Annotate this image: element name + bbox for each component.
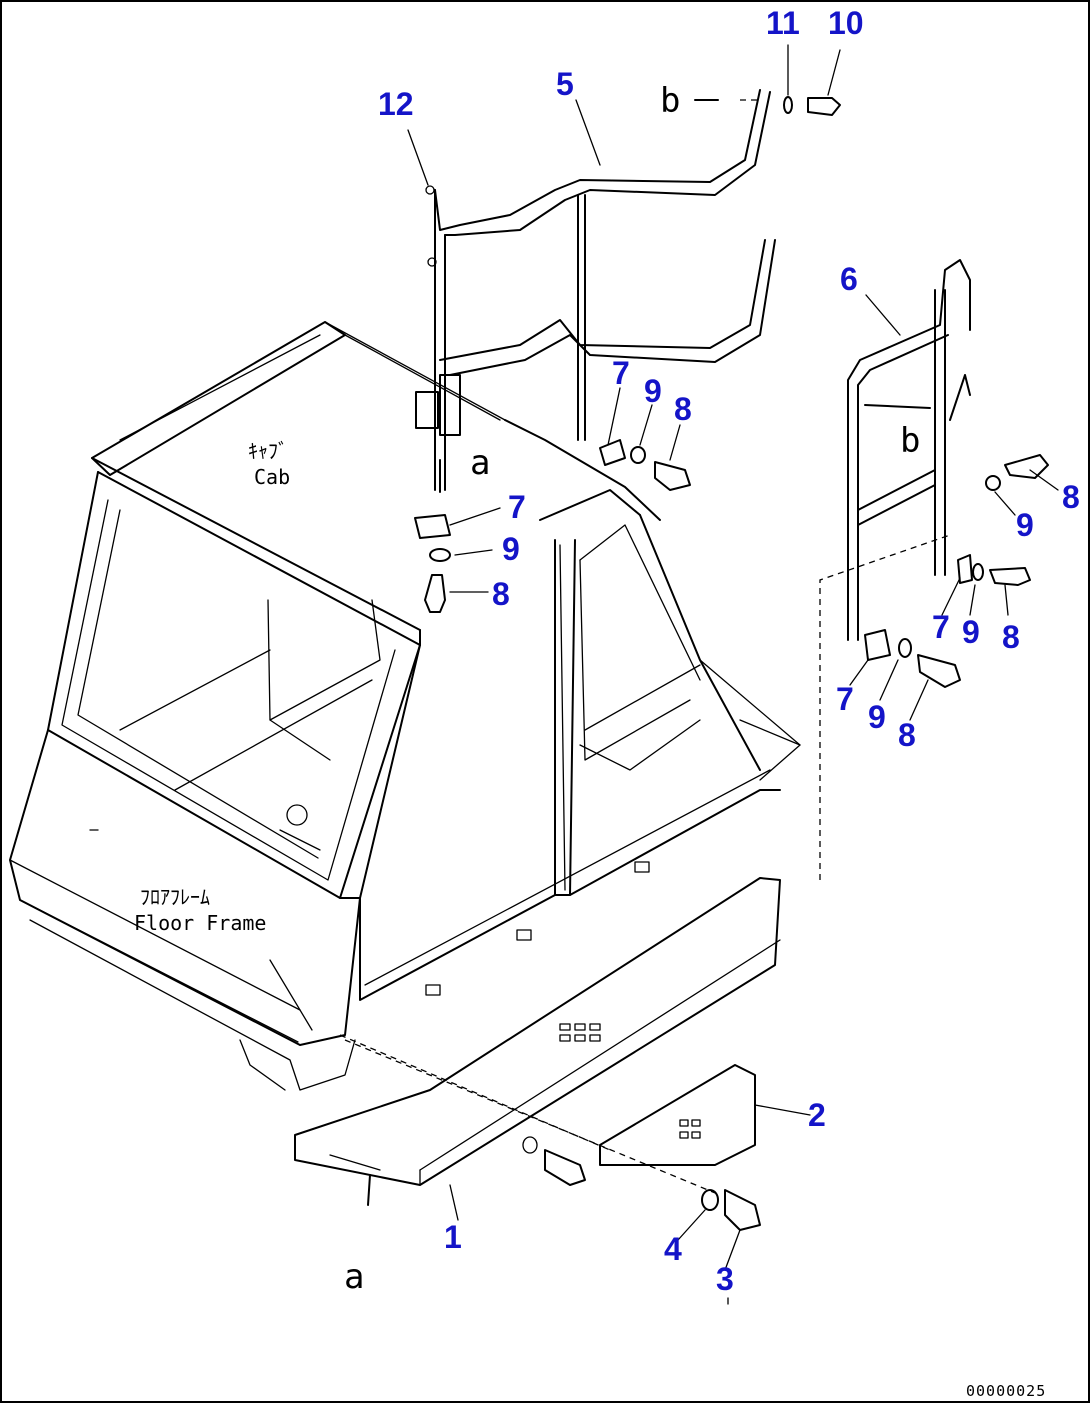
washer-11 xyxy=(783,96,793,114)
callout-1: 1 xyxy=(444,1219,462,1255)
handrail-5 xyxy=(415,89,776,491)
callout-9-right: 9 xyxy=(962,614,980,650)
callout-5: 5 xyxy=(556,66,574,102)
callout-8-left: 8 xyxy=(492,576,510,612)
callout-12: 12 xyxy=(378,86,414,122)
callout-7-center: 7 xyxy=(612,355,630,391)
washer-9d xyxy=(972,563,984,581)
callout-9-left: 9 xyxy=(502,531,520,567)
bolt-10 xyxy=(807,97,841,116)
callout-8-lower: 8 xyxy=(898,717,916,753)
floor-frame-label-jp: ﾌﾛｱﾌﾚｰﾑ xyxy=(140,885,210,909)
figure-code: 00000025 xyxy=(966,1382,1046,1400)
step-assembly xyxy=(294,534,951,1231)
bolt-behind xyxy=(544,1149,586,1186)
washer-9c xyxy=(985,475,1001,491)
view-arrow-a-bottom xyxy=(367,1174,371,1206)
callout-11: 11 xyxy=(766,5,800,41)
fastener-set-right-2 xyxy=(957,554,1031,586)
bolt-8c xyxy=(1004,454,1049,479)
view-mark-b-top: b xyxy=(660,81,680,121)
callout-3: 3 xyxy=(716,1261,734,1297)
view-mark-a-bottom: a xyxy=(344,1257,364,1297)
clip-7d xyxy=(864,629,891,661)
view-arrow-b-right xyxy=(864,404,931,409)
view-mark-a-top: a xyxy=(470,443,490,483)
callout-8-right: 8 xyxy=(1002,619,1020,655)
clip-7a xyxy=(414,514,451,539)
callout-7-right: 7 xyxy=(932,609,950,645)
cab-assembly xyxy=(9,321,801,1091)
washer-4 xyxy=(701,1189,719,1211)
clip-7b xyxy=(599,439,626,466)
fastener-set-right-1 xyxy=(985,454,1049,491)
callout-8-right-top: 8 xyxy=(1062,479,1080,515)
callout-9-center: 9 xyxy=(644,373,662,409)
floor-frame-label-en: Floor Frame xyxy=(134,911,266,935)
leader-lines xyxy=(89,44,1059,1305)
bolt-8b xyxy=(654,461,691,491)
washer-9a xyxy=(429,548,451,562)
callout-9-lower: 9 xyxy=(868,699,886,735)
bolt-8a xyxy=(424,574,446,613)
washer-9b xyxy=(630,446,646,464)
callout-10: 10 xyxy=(828,5,864,41)
bolt-hole-grid xyxy=(559,1023,701,1139)
callout-9-right-top: 9 xyxy=(1016,507,1034,543)
callout-7-lower: 7 xyxy=(836,681,854,717)
washer-9e xyxy=(898,638,912,658)
fastener-set-center xyxy=(599,439,691,491)
view-mark-b-right: b xyxy=(900,421,920,461)
handrail-6 xyxy=(847,259,971,641)
fastener-set-right-3 xyxy=(864,629,961,688)
callout-6: 6 xyxy=(840,261,858,297)
callout-8-center: 8 xyxy=(674,391,692,427)
clip-7c xyxy=(957,554,973,584)
bolt-8e xyxy=(917,654,961,688)
callout-7-left: 7 xyxy=(508,489,526,525)
cab-label-jp: ｷｬﾌﾞ xyxy=(248,439,288,463)
bolt-8d xyxy=(989,567,1031,586)
cab-label-en: Cab xyxy=(254,465,290,489)
callout-2: 2 xyxy=(808,1097,826,1133)
bolt-3 xyxy=(724,1189,761,1231)
fastener-set-left xyxy=(414,514,451,613)
callout-4: 4 xyxy=(664,1231,682,1267)
